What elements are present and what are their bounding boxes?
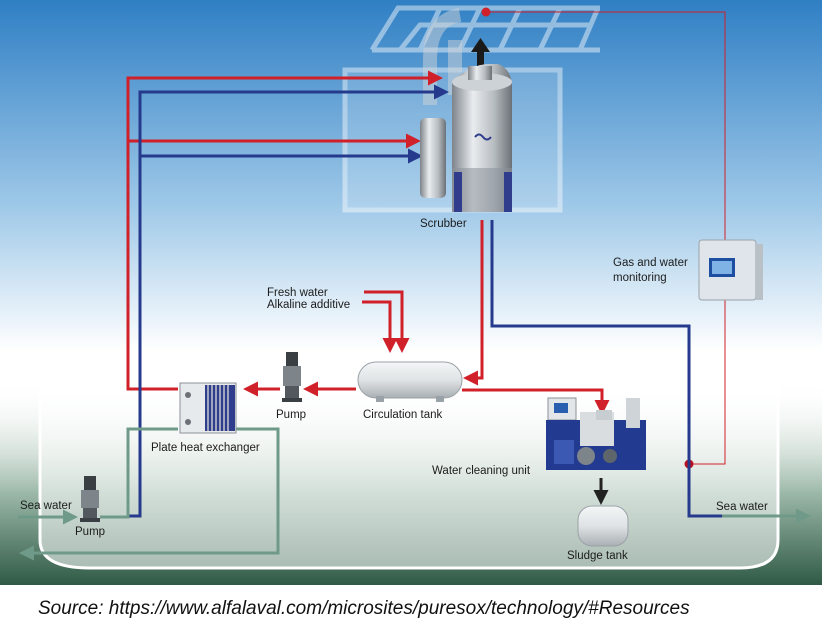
label-sea-water-out: Sea water [716,501,768,513]
label-pump-lower: Pump [75,526,105,538]
pump-upper-icon [282,352,302,402]
label-gas-water-monitoring-2: monitoring [613,272,667,284]
hull-outline [38,375,780,570]
hot-water-lines [126,70,610,415]
label-plate-heat-exchanger: Plate heat exchanger [151,442,260,454]
water-cleaning-unit-icon [546,397,646,470]
label-circulation-tank: Circulation tank [363,409,443,421]
label-water-cleaning-unit: Water cleaning unit [432,465,531,477]
plate-heat-exchanger-icon [179,382,237,434]
source-citation: Source: https://www.alfalaval.com/micros… [38,598,690,619]
circulation-tank-icon [357,361,463,402]
label-sludge-tank: Sludge tank [567,550,628,562]
pump-lower-icon [80,476,100,522]
source-band [0,585,822,639]
exhaust-arrow-icon [471,38,490,66]
signal-line [486,11,726,465]
label-fresh-water: Fresh water [267,287,328,299]
scrubber-icon [420,64,512,212]
monitoring-cabinet-icon [698,239,763,301]
label-scrubber: Scrubber [420,218,467,230]
label-pump-upper: Pump [276,409,306,421]
sea-water-lines [18,427,811,561]
signal-node-top [481,7,491,17]
cold-water-lines [128,84,722,518]
label-alkaline-additive: Alkaline additive [267,299,350,311]
label-sea-water-in: Sea water [20,500,72,512]
label-gas-water-monitoring-1: Gas and water [613,257,688,269]
sludge-tank-icon [577,505,629,547]
